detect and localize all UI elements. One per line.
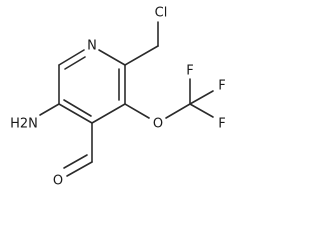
bond-c5-nh2	[39, 103, 60, 116]
atom-f3: F	[218, 117, 225, 132]
bond-n-c2	[98, 49, 126, 66]
bond-c6-n-double	[64, 56, 86, 70]
atom-n: N	[87, 39, 97, 54]
atom-cl: Cl	[155, 6, 168, 21]
aldehyde-group	[63, 122, 93, 177]
bond-c6-n	[58, 49, 85, 66]
chloromethyl-group	[124, 21, 159, 66]
chemical-structure: N Cl O F F F O H2N	[10, 6, 226, 189]
atom-h2n: H2N	[10, 117, 38, 132]
bond-cf3-f2	[189, 90, 214, 105]
atom-o-aldehyde: O	[53, 174, 63, 189]
atom-f2: F	[218, 79, 225, 94]
bond-cho-o-double	[63, 154, 88, 169]
bond-c3-o	[124, 103, 150, 119]
atom-f1: F	[186, 64, 193, 79]
pyridine-ring	[58, 49, 126, 124]
bond-cf3-f3	[189, 103, 214, 118]
bond-c4-c5	[58, 103, 93, 124]
bond-cho-o	[66, 161, 93, 177]
bond-c3-c4	[91, 103, 126, 124]
trifluoromethoxy-group	[124, 78, 214, 119]
atom-o-ether: O	[153, 117, 163, 132]
bond-o-cf3	[165, 103, 191, 119]
bond-c2-ch2	[124, 45, 159, 66]
bond-c4-c5-double	[63, 99, 92, 117]
